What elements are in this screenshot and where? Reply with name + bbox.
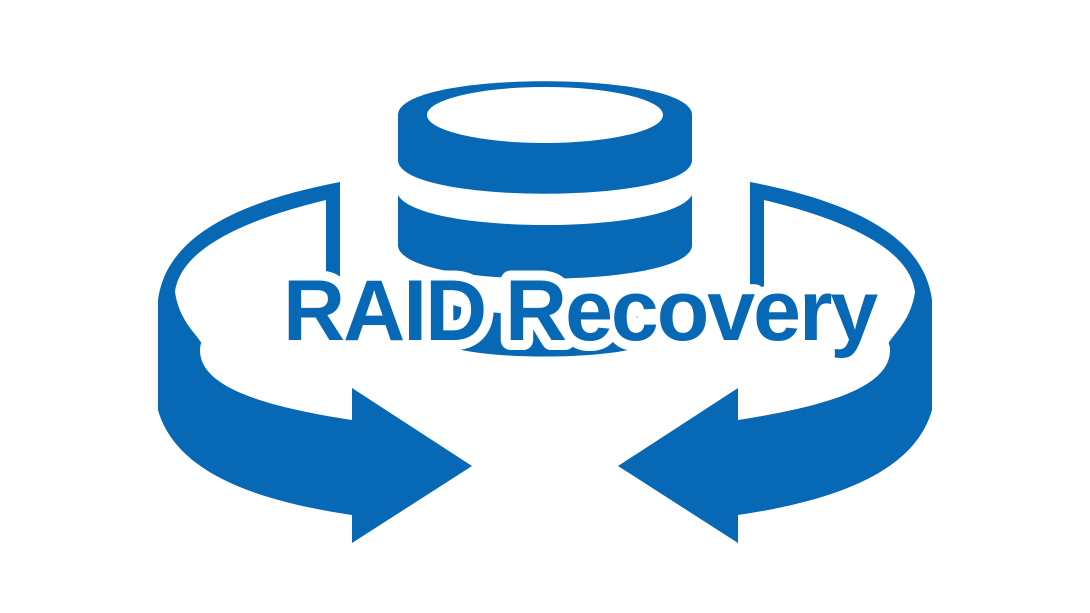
left-rotate-arrow-icon: [158, 182, 472, 543]
title-text: RAID Recovery RAID Recovery: [273, 253, 890, 369]
database-icon: [398, 81, 692, 357]
word-raid-outline: RAID: [283, 263, 485, 359]
right-rotate-arrow-icon: [618, 182, 932, 543]
word-recovery: Recovery: [505, 263, 878, 359]
word-raid: RAID: [283, 263, 485, 359]
word-recovery-outline: Recovery: [505, 263, 878, 359]
